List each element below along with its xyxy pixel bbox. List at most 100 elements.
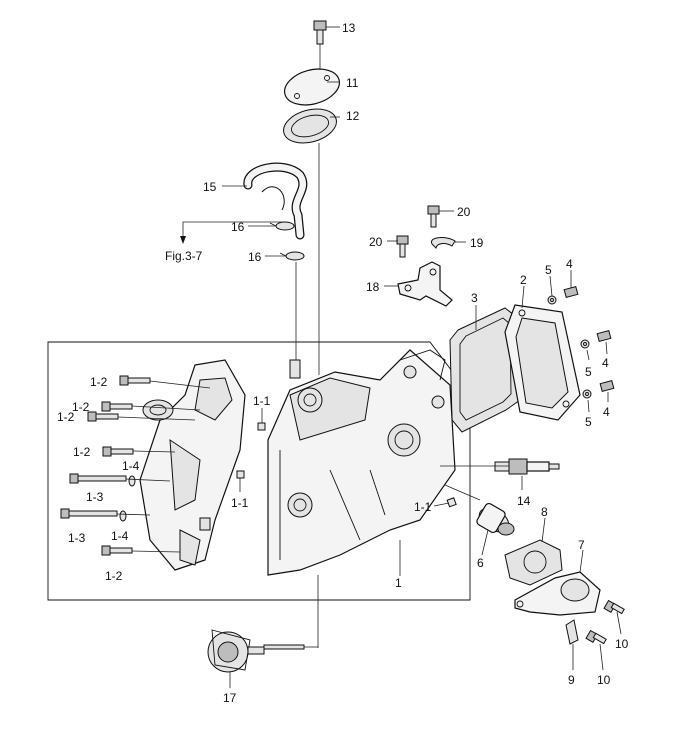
bolt-1-2-a	[119, 375, 151, 386]
gasket-8	[504, 539, 563, 586]
bolt-4a	[563, 285, 579, 299]
assembly-frame	[47, 341, 471, 601]
label-1-2d: 1-2	[73, 445, 91, 459]
label-17: 17	[223, 691, 237, 705]
leader-5a	[549, 275, 553, 297]
gasket-12	[283, 108, 337, 144]
label-1-1b: 1-1	[231, 496, 249, 510]
leader-1-3b	[116, 513, 151, 516]
washer-1-4-a	[128, 475, 136, 487]
bolt-4b	[596, 329, 612, 343]
leader-8	[541, 517, 546, 543]
cover-2	[504, 304, 581, 421]
label-7: 7	[578, 538, 585, 552]
bolt-1-3-b	[60, 508, 118, 519]
label-5a: 5	[545, 263, 552, 277]
label-20b: 20	[369, 235, 383, 249]
clip-19	[431, 237, 456, 250]
label-1-2b: 1-2	[72, 400, 90, 414]
label-20a: 20	[457, 205, 471, 219]
label-1-2a: 1-2	[90, 375, 108, 389]
label-1-4a: 1-4	[122, 459, 140, 473]
label-6: 6	[477, 556, 484, 570]
washer-1-4-b	[119, 510, 127, 522]
leader-1-2b	[131, 405, 201, 411]
thermostat-6	[476, 502, 515, 536]
thermo-axis	[444, 484, 481, 501]
label-3: 3	[471, 291, 478, 305]
label-1-4b: 1-4	[111, 529, 129, 543]
fig-ref-arrow	[180, 236, 186, 244]
main-body-1	[267, 349, 456, 576]
cover-plate-11	[283, 68, 341, 106]
leader-10b	[599, 643, 604, 671]
bracket-18	[397, 261, 453, 307]
dowel-1-1-b	[236, 470, 245, 479]
label-14: 14	[517, 494, 531, 508]
leader-7	[579, 549, 584, 573]
label-1-2c: 1-2	[57, 410, 75, 424]
label-15: 15	[203, 180, 217, 194]
bolt-1-2-c	[87, 411, 119, 422]
fig-ref-leader	[182, 221, 283, 240]
spark-plug-14	[494, 458, 560, 475]
leader-10a	[616, 611, 622, 635]
leader-1-3a	[125, 478, 171, 482]
label-16a: 16	[231, 220, 245, 234]
label-1-1c: 1-1	[414, 500, 432, 514]
bolt-1-2-d	[102, 446, 134, 457]
label-4c: 4	[603, 405, 610, 419]
washer-5a	[547, 295, 557, 305]
label-8: 8	[541, 505, 548, 519]
dowel-1-1-a	[257, 422, 266, 431]
label-1-3a: 1-3	[86, 490, 104, 504]
label-5c: 5	[585, 415, 592, 429]
label-4a: 4	[566, 257, 573, 271]
leader-1-2c	[117, 416, 196, 421]
label-13: 13	[342, 21, 356, 35]
label-1-3b: 1-3	[68, 531, 86, 545]
thermostat-cover-7	[514, 571, 601, 616]
bolt-20b	[396, 235, 409, 258]
label-5b: 5	[585, 365, 592, 379]
leader-1-1c	[433, 502, 450, 507]
leader-4b	[605, 341, 608, 355]
leader-1-2d	[132, 450, 176, 453]
bolt-10a	[603, 599, 625, 615]
figure-reference: Fig.3-7	[165, 249, 203, 263]
bolt-1-2-e	[101, 545, 133, 556]
bolt-1-2-b	[101, 401, 133, 412]
label-10a: 10	[615, 637, 629, 651]
label-2: 2	[520, 273, 527, 287]
dowel-1-1-c	[446, 497, 457, 508]
label-11: 11	[346, 76, 359, 90]
label-19: 19	[470, 236, 484, 250]
label-4b: 4	[602, 356, 609, 370]
label-18: 18	[366, 280, 380, 294]
leader-5c	[587, 399, 590, 413]
washer-5c	[582, 389, 592, 399]
clip-9	[565, 619, 579, 645]
bolt-1-3-a	[69, 473, 127, 484]
leader-1-2a	[149, 380, 211, 389]
leader-1-2e	[131, 550, 181, 553]
label-1: 1	[395, 576, 402, 590]
gasket-3	[449, 307, 521, 433]
label-16b: 16	[248, 250, 262, 264]
leader-2	[521, 285, 525, 309]
left-manifold	[139, 359, 246, 571]
hose-15	[243, 162, 308, 240]
bolt-10b	[585, 629, 607, 645]
bolt-13	[313, 20, 327, 45]
label-10b: 10	[597, 673, 611, 687]
pump-17	[207, 629, 305, 673]
leader-6	[481, 529, 489, 556]
bolt-4c	[599, 379, 615, 393]
label-9: 9	[568, 673, 575, 687]
leader-5b	[586, 349, 590, 361]
washer-5b	[580, 339, 590, 349]
label-1-1a: 1-1	[253, 394, 271, 408]
label-12: 12	[346, 109, 360, 123]
